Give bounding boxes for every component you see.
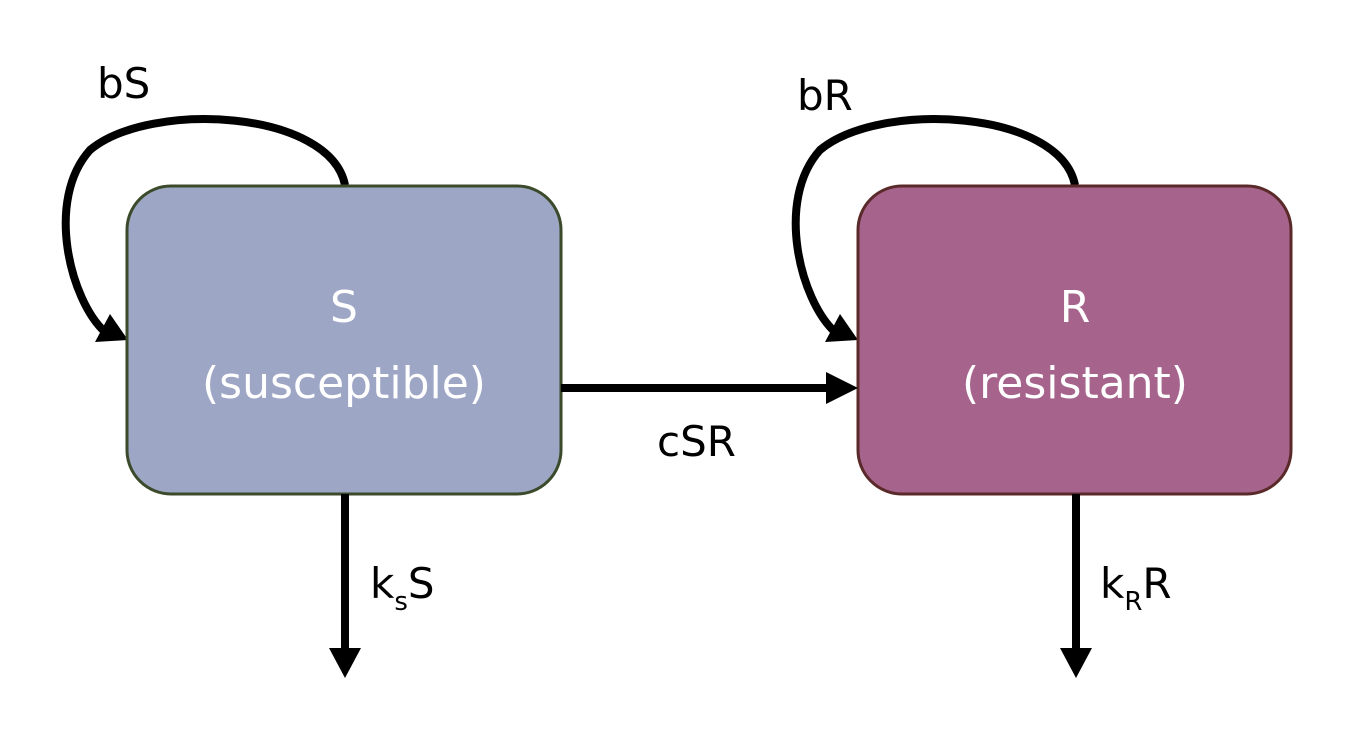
r-death-rate-subscript: R (1124, 587, 1142, 617)
s-birth-loop-arrow (61, 115, 349, 335)
s-death-arrowhead (329, 648, 361, 678)
s-death-rate-subscript: s (394, 587, 408, 617)
s-birth-arrowhead (95, 314, 128, 342)
r-death-label: kRR (1100, 559, 1172, 617)
susceptible-label: (susceptible) (202, 358, 486, 409)
r-death-arrowhead (1060, 648, 1092, 678)
resistant-label: (resistant) (962, 358, 1188, 409)
r-birth-arrowhead (825, 314, 858, 342)
s-death-rate-var: S (408, 559, 435, 608)
resistant-symbol: R (1060, 282, 1091, 333)
conversion-label: cSR (657, 417, 736, 466)
r-birth-label: bR (797, 71, 853, 120)
r-birth-loop-arrow (791, 115, 1079, 335)
resistant-box (856, 184, 1293, 496)
conversion-arrowhead (826, 372, 858, 404)
r-death-rate-k: k (1100, 559, 1125, 608)
s-death-rate-k: k (370, 559, 395, 608)
susceptible-symbol: S (330, 282, 358, 333)
susceptible-box (125, 184, 563, 496)
s-birth-label: bS (97, 59, 150, 108)
r-death-rate-var: R (1142, 559, 1171, 608)
s-death-label: ksS (370, 559, 435, 617)
